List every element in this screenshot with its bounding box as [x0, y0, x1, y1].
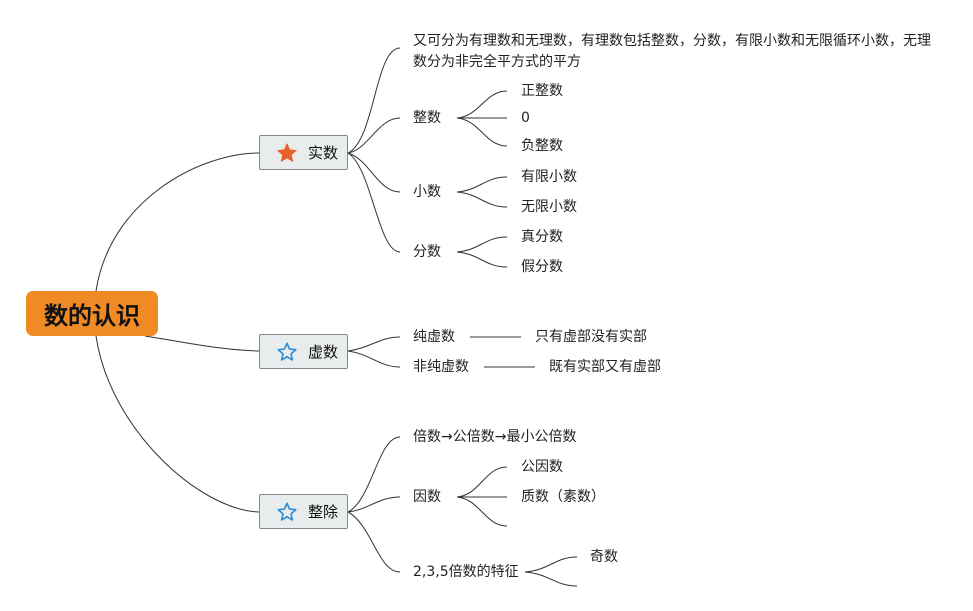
node-integer[interactable]: 整数 [413, 110, 441, 126]
node-common-factor[interactable]: 公因数 [521, 459, 563, 475]
node-factor[interactable]: 因数 [413, 489, 441, 505]
outline-star-icon [276, 341, 298, 363]
link-integer-positive [456, 90, 508, 119]
node-pure-imaginary[interactable]: 纯虚数 [413, 329, 455, 345]
branch-imaginary-label: 虚数 [308, 343, 339, 361]
link-fraction-improper [456, 251, 508, 268]
node-multiple-chain[interactable]: 倍数→公倍数→最小公倍数 [413, 429, 577, 445]
link-real-note [347, 47, 401, 154]
node-zero[interactable]: 0 [521, 110, 530, 126]
link-decimal-finite [456, 176, 508, 193]
link-integer-negative [456, 117, 508, 147]
link-real-fraction [347, 152, 401, 253]
node-235-feature[interactable]: 2,3,5倍数的特征 [413, 564, 519, 580]
node-improper-fraction[interactable]: 假分数 [521, 259, 563, 275]
link-real-decimal [347, 152, 401, 193]
link-decimal-infinite [456, 191, 508, 208]
filled-star-icon [276, 142, 298, 164]
node-nonpure-imaginary-desc[interactable]: 既有实部又有虚部 [549, 359, 661, 375]
node-pure-imaginary-desc[interactable]: 只有虚部没有实部 [535, 329, 647, 345]
node-finite-decimal[interactable]: 有限小数 [521, 169, 577, 185]
branch-imaginary[interactable]: 虚数 [259, 334, 348, 369]
branch-real-label: 实数 [308, 144, 339, 162]
link-root-divisibility [95, 335, 260, 513]
node-decimal[interactable]: 小数 [413, 184, 441, 200]
branch-divisibility[interactable]: 整除 [259, 494, 348, 529]
link-div-factor [347, 496, 401, 513]
branch-divisibility-label: 整除 [308, 503, 339, 521]
link-feature-empty [524, 571, 578, 587]
link-root-imaginary [144, 335, 260, 352]
link-factor-common [456, 466, 508, 498]
root-node[interactable]: 数的认识 [26, 291, 158, 336]
outline-star-icon [276, 501, 298, 523]
node-proper-fraction[interactable]: 真分数 [521, 229, 563, 245]
node-positive-integer[interactable]: 正整数 [521, 83, 563, 99]
node-prime-number[interactable]: 质数（素数） [521, 489, 605, 505]
root-label: 数的认识 [44, 302, 140, 330]
node-infinite-decimal[interactable]: 无限小数 [521, 199, 577, 215]
link-fraction-proper [456, 236, 508, 253]
link-imaginary-pure [347, 336, 401, 352]
link-div-feature [347, 511, 401, 573]
link-feature-odd [524, 556, 578, 573]
link-real-integer [347, 117, 401, 154]
node-odd-number[interactable]: 奇数 [590, 549, 618, 565]
link-factor-empty [456, 496, 508, 527]
node-fraction[interactable]: 分数 [413, 244, 441, 260]
link-imaginary-nonpure [347, 350, 401, 368]
real-note[interactable]: 又可分为有理数和无理数，有理数包括整数，分数，有限小数和无限循环小数，无理数分为… [413, 33, 931, 70]
node-negative-integer[interactable]: 负整数 [521, 138, 563, 154]
link-root-real [95, 152, 260, 292]
node-nonpure-imaginary[interactable]: 非纯虚数 [413, 359, 469, 375]
link-div-multiple [347, 436, 401, 513]
branch-real[interactable]: 实数 [259, 135, 348, 170]
